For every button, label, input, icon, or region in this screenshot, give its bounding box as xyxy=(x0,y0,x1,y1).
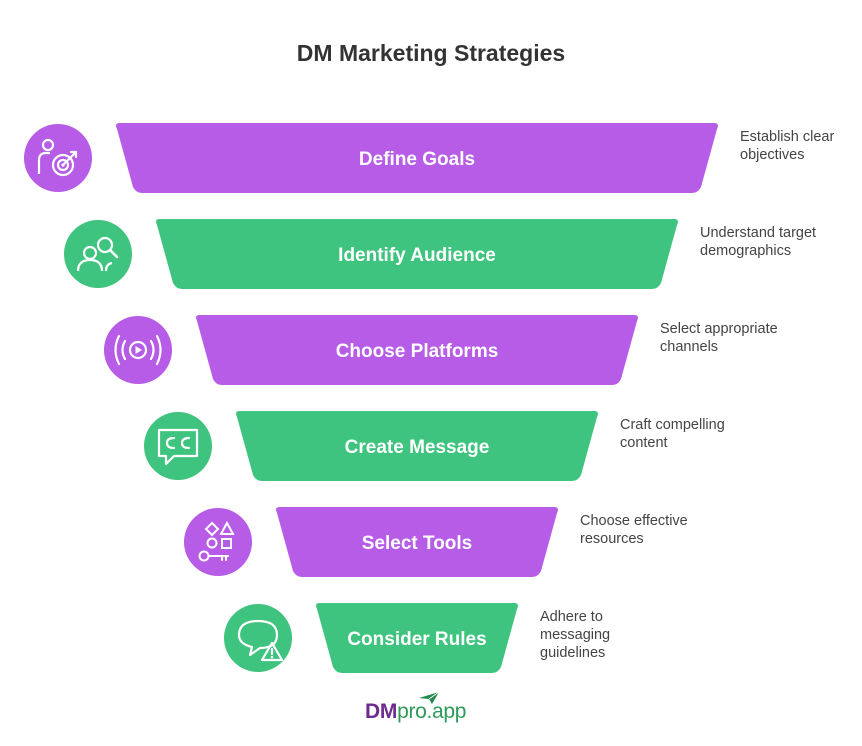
logo-prefix: DM xyxy=(365,700,398,723)
stage-description: Establish clear objectives xyxy=(740,129,835,163)
stage-label: Select Tools xyxy=(362,533,473,554)
funnel-stage-1: Define Goals xyxy=(24,123,718,193)
brand-logo: DMpro.app xyxy=(365,700,466,724)
funnel-stage-6: Consider Rules xyxy=(224,603,518,673)
icon-badge xyxy=(64,220,132,288)
stage-description: Choose effective resources xyxy=(580,513,688,547)
paper-plane-icon xyxy=(419,691,440,704)
stage-label: Create Message xyxy=(345,437,490,458)
icon-badge xyxy=(144,412,212,480)
page-title: DM Marketing Strategies xyxy=(296,40,566,66)
funnel-band xyxy=(116,123,718,193)
shapes-key-icon xyxy=(198,520,235,562)
audience-search-icon xyxy=(76,236,119,272)
broadcast-play-icon xyxy=(114,334,162,366)
target-person-icon xyxy=(37,138,78,177)
funnel-band xyxy=(156,219,678,289)
stage-label: Choose Platforms xyxy=(336,341,499,362)
stage-label: Consider Rules xyxy=(347,629,486,650)
funnel-stage-4: Create Message xyxy=(144,411,598,481)
funnel-stage-5: Select Tools xyxy=(184,507,558,577)
stage-description: Understand target demographics xyxy=(700,225,817,259)
funnel-band xyxy=(196,315,638,385)
icon-badge xyxy=(24,124,92,192)
stage-label: Define Goals xyxy=(359,149,475,170)
funnel-band xyxy=(316,603,518,673)
funnel-band xyxy=(276,507,558,577)
funnel-stage-3: Choose Platforms xyxy=(104,315,638,385)
logo-suffix: pro.app xyxy=(397,700,467,723)
chat-warning-icon xyxy=(237,619,284,662)
funnel-band xyxy=(236,411,598,481)
icon-badge xyxy=(184,508,252,576)
icon-badge xyxy=(224,604,292,672)
stage-description: Select appropriate channels xyxy=(660,321,778,355)
stage-description: Adhere to messaging guidelines xyxy=(540,609,611,661)
caption-message-icon xyxy=(157,428,199,466)
funnel-stage-2: Identify Audience xyxy=(64,219,678,289)
stage-label: Identify Audience xyxy=(338,245,496,266)
stage-description: Craft compelling content xyxy=(620,417,725,451)
